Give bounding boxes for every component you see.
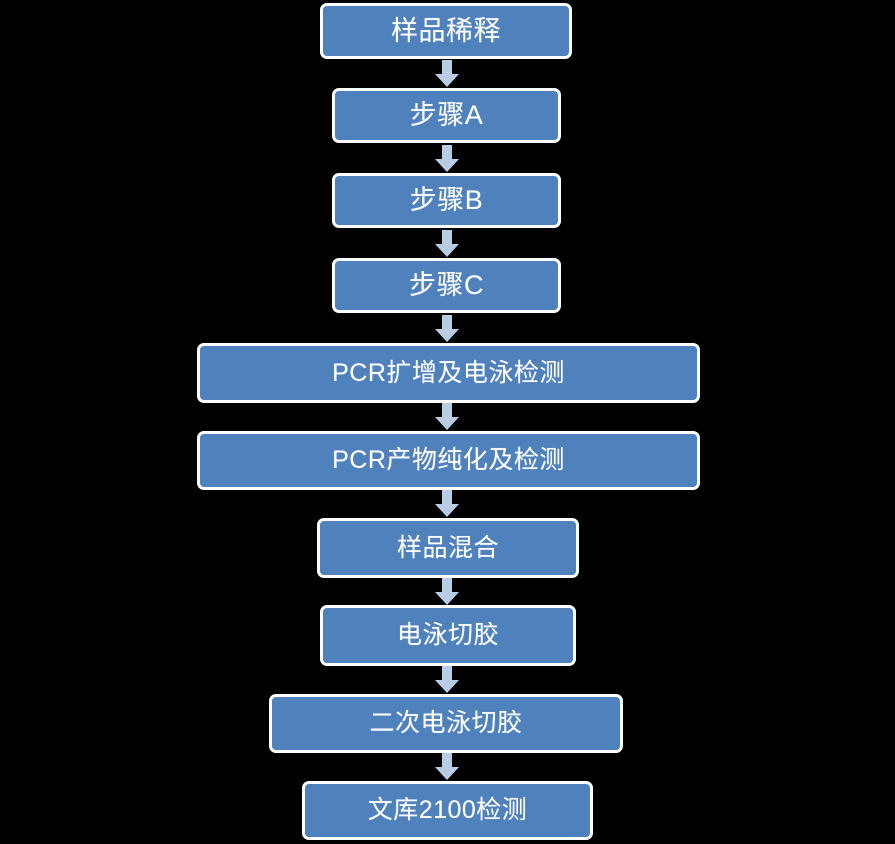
flow-node-label: 样品稀释 <box>391 15 501 46</box>
flow-arrow-down-icon <box>434 60 460 88</box>
flow-node-label: PCR扩增及电泳检测 <box>332 358 565 387</box>
flow-arrow-down-icon <box>434 578 460 606</box>
flow-arrow-down-icon <box>434 315 460 343</box>
flow-node-label: 步骤A <box>409 100 484 130</box>
flow-arrow-down-icon <box>434 230 460 258</box>
flow-node-4[interactable]: 步骤C <box>332 258 561 313</box>
flow-node-label: PCR产物纯化及检测 <box>332 446 565 474</box>
flow-node-10[interactable]: 文库2100检测 <box>302 781 593 840</box>
flow-node-1[interactable]: 样品稀释 <box>320 3 572 59</box>
flow-arrow-down-icon <box>434 145 460 173</box>
flow-node-label: 步骤C <box>409 270 484 300</box>
flow-node-3[interactable]: 步骤B <box>332 173 561 228</box>
flow-node-5[interactable]: PCR扩增及电泳检测 <box>197 343 700 403</box>
flow-node-label: 样品混合 <box>396 533 499 562</box>
flow-node-9[interactable]: 二次电泳切胶 <box>269 694 623 753</box>
flow-arrow-down-icon <box>434 753 460 781</box>
flow-arrow-down-icon <box>434 403 460 431</box>
flow-node-8[interactable]: 电泳切胶 <box>320 605 576 666</box>
flow-node-label: 二次电泳切胶 <box>369 709 523 737</box>
flow-node-label: 步骤B <box>409 185 484 215</box>
flow-node-label: 文库2100检测 <box>367 796 528 824</box>
flow-node-label: 电泳切胶 <box>396 621 499 649</box>
flow-node-6[interactable]: PCR产物纯化及检测 <box>197 431 700 490</box>
flow-arrow-down-icon <box>434 666 460 694</box>
flow-node-7[interactable]: 样品混合 <box>317 518 579 578</box>
flow-node-2[interactable]: 步骤A <box>332 88 561 143</box>
flow-arrow-down-icon <box>434 490 460 518</box>
